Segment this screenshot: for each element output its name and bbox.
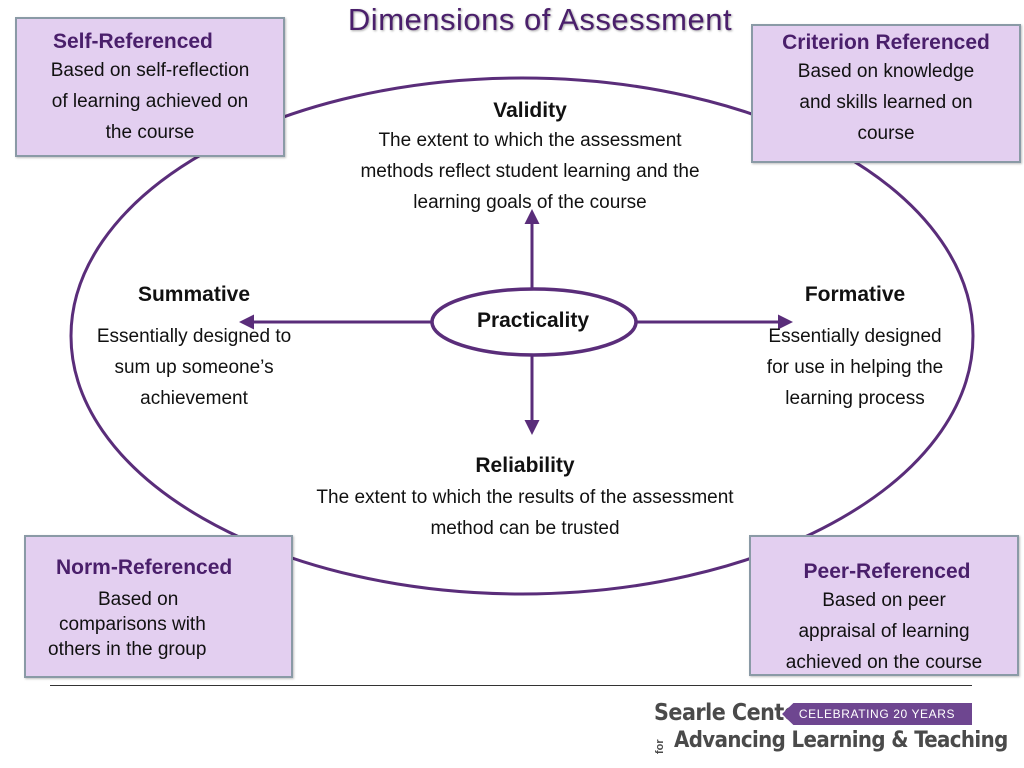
logo-for: for (654, 739, 666, 754)
self-referenced-line-1: Based on self-reflection (50, 60, 250, 81)
summative-label: Summative Essentially designed to sum up… (64, 281, 324, 414)
self-referenced-line-2: of learning achieved on (51, 91, 249, 112)
formative-line-1: Essentially designed (768, 326, 942, 347)
formative-line-3: learning process (785, 388, 925, 409)
validity-heading: Validity (493, 99, 567, 122)
self-referenced-line-3: the course (105, 122, 195, 143)
reliability-line-2: method can be trusted (430, 518, 620, 539)
page-title: Dimensions of Assessment (347, 2, 733, 37)
criterion-referenced-line-3: course (857, 123, 915, 144)
searle-center-logo: Searle Center CELEBRATING 20 YEARS for A… (652, 700, 1008, 760)
peer-referenced-line-2: appraisal of learning (798, 621, 970, 642)
reliability-line-1: The extent to which the results of the a… (316, 487, 734, 508)
validity-label: Validity The extent to which the assessm… (300, 97, 760, 218)
logo-name: Searle Center (654, 700, 808, 726)
formative-heading: Formative (804, 283, 906, 306)
norm-referenced-box: Norm-Referenced Based on comparisons wit… (24, 535, 293, 678)
summative-line-3: achievement (140, 388, 248, 409)
center-ellipse (430, 287, 638, 357)
reliability-label: Reliability The extent to which the resu… (265, 452, 785, 544)
norm-referenced-heading: Norm-Referenced (56, 556, 233, 579)
logo-banner: CELEBRATING 20 YEARS (782, 703, 972, 725)
peer-referenced-line-1: Based on peer (822, 590, 946, 611)
formative-line-2: for use in helping the (766, 357, 944, 378)
norm-referenced-line-1: Based on (98, 589, 179, 610)
self-referenced-box: Self-Referenced Based on self-reflection… (15, 17, 285, 157)
peer-referenced-heading: Peer-Referenced (803, 560, 971, 583)
norm-referenced-line-3: others in the group (48, 639, 207, 660)
summative-line-2: sum up someone’s (114, 357, 274, 378)
criterion-referenced-line-1: Based on knowledge (797, 61, 975, 82)
summative-line-1: Essentially designed to (96, 326, 292, 347)
validity-line-3: learning goals of the course (413, 192, 647, 213)
criterion-referenced-line-2: and skills learned on (799, 92, 973, 113)
validity-line-2: methods reflect student learning and the (360, 161, 700, 182)
footer-divider (50, 685, 972, 686)
logo-tagline: Advancing Learning & Teaching (674, 728, 1008, 753)
outer-ellipse (69, 76, 975, 596)
criterion-referenced-heading: Criterion Referenced (782, 31, 990, 54)
formative-label: Formative Essentially designed for use i… (730, 281, 980, 414)
self-referenced-heading: Self-Referenced (53, 30, 213, 53)
validity-line-1: The extent to which the assessment (378, 130, 682, 151)
peer-referenced-line-3: achieved on the course (785, 652, 983, 673)
summative-heading: Summative (137, 283, 251, 306)
criterion-referenced-box: Criterion Referenced Based on knowledge … (751, 24, 1021, 163)
practicality-label: Practicality (476, 309, 590, 332)
norm-referenced-line-2: comparisons with (59, 614, 206, 635)
reliability-heading: Reliability (475, 454, 575, 477)
peer-referenced-box: Peer-Referenced Based on peer appraisal … (749, 535, 1019, 676)
